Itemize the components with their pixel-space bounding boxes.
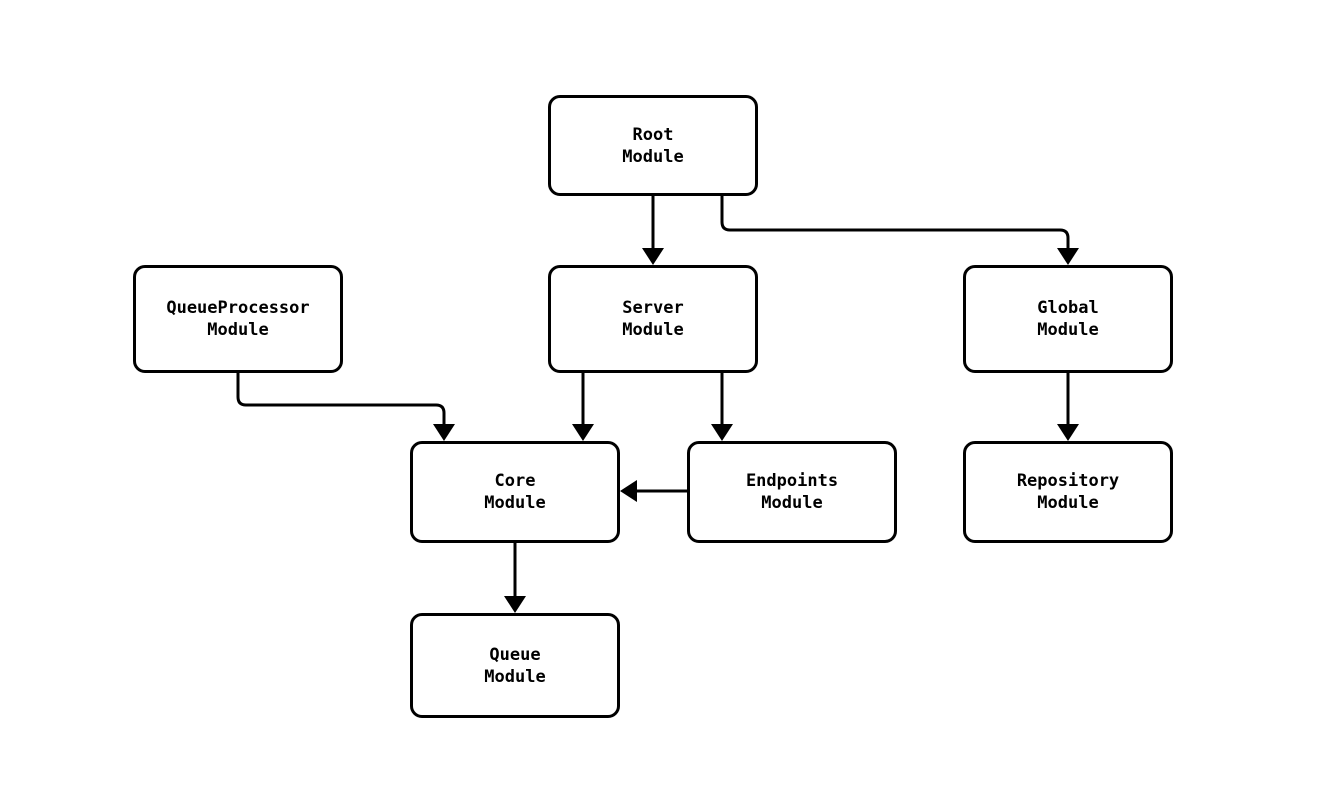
queueprocessor-module-node-label-line2: Module: [207, 320, 269, 340]
global-module-node-label-line1: Global: [1037, 298, 1099, 318]
edge-root-to-global: [720, 196, 1079, 265]
edge-server-to-endpoints-arrowhead: [711, 424, 733, 441]
edge-global-to-repository-arrowhead: [1057, 424, 1079, 441]
edge-root-to-server: [642, 196, 664, 265]
server-module-node-label-line2: Module: [622, 320, 684, 340]
queueprocessor-module-node-label-line1: QueueProcessor: [166, 298, 310, 318]
edge-queueprocessor-to-core-line: [236, 373, 446, 433]
queue-module-node-label-line1: Queue: [489, 644, 541, 665]
edge-server-to-core: [572, 373, 594, 441]
edge-core-to-queue: [504, 543, 526, 613]
repository-module-node-label-line1: Repository: [1016, 471, 1120, 491]
queue-module-node-label-line2: Module: [484, 666, 546, 687]
edge-server-to-core-arrowhead: [572, 424, 594, 441]
root-module-node-label-line1: Root: [632, 124, 674, 145]
edge-endpoints-to-core: [620, 480, 687, 502]
repository-module-node-label-line2: Module: [1037, 493, 1099, 513]
edge-root-to-global-arrowhead: [1057, 248, 1079, 265]
root-module-node-label-line2: Module: [622, 146, 684, 167]
core-module-node-label-line2: Module: [484, 493, 546, 513]
edge-endpoints-to-core-arrowhead: [620, 480, 637, 502]
core-module-node-label-line1: Core: [494, 471, 536, 491]
edge-queueprocessor-to-core-arrowhead: [433, 424, 455, 441]
endpoints-module-node-label-line1: Endpoints: [745, 471, 839, 491]
edge-core-to-queue-arrowhead: [504, 596, 526, 613]
server-module-node-label-line1: Server: [622, 298, 684, 318]
edge-server-to-endpoints: [711, 373, 733, 441]
edge-queueprocessor-to-core: [236, 373, 455, 441]
endpoints-module-node-label-line2: Module: [761, 493, 823, 513]
edge-global-to-repository: [1057, 373, 1079, 441]
global-module-node-label-line2: Module: [1037, 320, 1099, 340]
edge-root-to-global-line: [720, 196, 1070, 257]
edge-root-to-server-arrowhead: [642, 248, 664, 265]
